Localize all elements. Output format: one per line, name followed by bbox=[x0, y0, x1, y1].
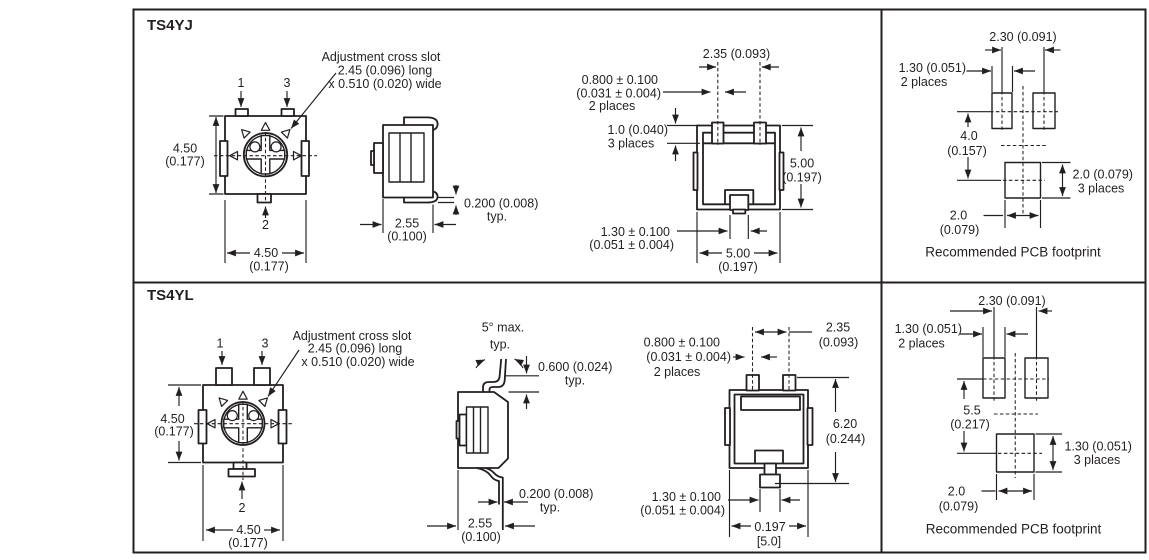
pin2-label: 2 bbox=[239, 501, 246, 515]
pin-width-places: 2 places bbox=[589, 99, 636, 113]
pin-width-dim-in: (0.031 ± 0.004) bbox=[646, 350, 731, 364]
ts4yj-side-view-geometry bbox=[360, 116, 460, 233]
pad-spacing-dim: 2.30 (0.091) bbox=[989, 30, 1056, 44]
body-height-dim-in: (0.197) bbox=[782, 171, 822, 185]
pin-spacing-dim: 2.35 (0.093) bbox=[703, 47, 770, 61]
ts4yj-top-view-geometry bbox=[209, 72, 337, 263]
pin-width-places: 2 places bbox=[654, 365, 701, 379]
pad-size-places: 3 places bbox=[1078, 182, 1125, 196]
height-dim-in: (0.177) bbox=[165, 155, 205, 169]
depth-dim-in: (0.100) bbox=[461, 530, 501, 544]
ts4yl-footprint: 2.30 (0.091) 1.30 (0.051) 2 places 5.5 (… bbox=[895, 294, 1132, 537]
footprint-caption: Recommended PCB footprint bbox=[926, 522, 1102, 537]
cross-slot-callout-line3: x 0.510 (0.020) wide bbox=[328, 77, 441, 91]
ts4yl-footprint-geometry bbox=[950, 307, 1062, 500]
lead-rise-typ: typ. bbox=[565, 374, 585, 388]
body-width-dim-mm: [5.0] bbox=[757, 535, 781, 549]
width-dim-mm: 4.50 bbox=[236, 523, 260, 537]
height-dim-mm: 4.50 bbox=[173, 142, 197, 156]
pad-size-places: 3 places bbox=[1074, 453, 1121, 467]
pad-width-dim: 1.30 (0.051) bbox=[899, 61, 966, 75]
depth-dim-mm: 2.55 bbox=[468, 517, 492, 531]
lead-angle-typ: typ. bbox=[490, 338, 510, 352]
ts4yl-side-view: 5° max. typ. 0.600 (0.024) typ. 0.200 (0… bbox=[427, 321, 612, 544]
pin-width-dim-in: (0.031 ± 0.004) bbox=[576, 87, 661, 101]
body-width-dim-in: (0.197) bbox=[718, 260, 758, 274]
ts4yl-side-view-geometry bbox=[427, 356, 539, 530]
standoff-typ: typ. bbox=[487, 210, 507, 224]
pin2-label: 2 bbox=[262, 218, 269, 232]
pin-length-places: 3 places bbox=[608, 137, 655, 151]
ts4yj-footprint: 2.30 (0.091) 1.30 (0.051) 2 places 4.0 (… bbox=[899, 30, 1133, 260]
callout-leader bbox=[290, 72, 337, 129]
ts4yl-top-view-geometry bbox=[168, 349, 300, 541]
cross-slot-callout-line1: Adjustment cross slot bbox=[293, 329, 412, 343]
width-dim-mm: 4.50 bbox=[254, 246, 278, 260]
pin-width-dim-mm: 0.800 ± 0.100 bbox=[582, 73, 658, 87]
cross-slot-callout-line3: x 0.510 (0.020) wide bbox=[301, 355, 414, 369]
pad-spacing-dim: 2.30 (0.091) bbox=[978, 294, 1045, 308]
pin3-label: 3 bbox=[284, 76, 291, 90]
row-pitch-dim-in: (0.217) bbox=[950, 418, 990, 432]
ts4yj-footprint-geometry bbox=[957, 46, 1071, 228]
cross-slot-callout-line2: 2.45 (0.096) long bbox=[308, 342, 403, 356]
callout-leader bbox=[267, 349, 300, 397]
pad-bottom-dim-mm: 2.0 bbox=[950, 209, 967, 223]
height-dim-mm: 4.50 bbox=[160, 412, 184, 426]
row-pitch-dim-in: (0.157) bbox=[947, 144, 987, 158]
footprint-caption: Recommended PCB footprint bbox=[925, 245, 1101, 260]
ts4yj-front-view: 2.35 (0.093) 0.800 ± 0.100 (0.031 ± 0.00… bbox=[576, 47, 822, 274]
center-pin-dim-in: (0.051 ± 0.004) bbox=[589, 238, 674, 252]
panel-frame bbox=[132, 8, 1147, 554]
pin3-label: 3 bbox=[262, 337, 269, 351]
row-pitch-dim-mm: 5.5 bbox=[963, 404, 980, 418]
pad-bottom-dim-in: (0.079) bbox=[940, 223, 980, 237]
ts4yl-top-view: 1 3 2 Adjustment cross slot 2.45 (0.096)… bbox=[154, 329, 414, 550]
center-pin-dim-in: (0.051 ± 0.004) bbox=[640, 504, 725, 518]
ts4yj-front-view-geometry bbox=[663, 62, 813, 263]
section-title-ts4yl: TS4YL bbox=[147, 287, 194, 304]
pad-bottom-dim-in: (0.079) bbox=[939, 500, 979, 514]
pin-length-dim: 1.0 (0.040) bbox=[608, 123, 668, 137]
lead-angle-dim: 5° max. bbox=[482, 321, 525, 335]
row-pitch-dim-mm: 4.0 bbox=[960, 129, 977, 143]
width-dim-in: (0.177) bbox=[249, 260, 289, 274]
width-dim-in: (0.177) bbox=[228, 536, 268, 550]
pin-spacing-dim-in: (0.093) bbox=[819, 336, 859, 350]
body-height-dim-mm: 5.00 bbox=[790, 157, 814, 171]
pad-width-places: 2 places bbox=[901, 75, 948, 89]
cross-slot-callout-line1: Adjustment cross slot bbox=[322, 50, 441, 64]
body-height-dim-in: (0.244) bbox=[826, 432, 866, 446]
pad-width-places: 2 places bbox=[898, 337, 945, 351]
pad-size-dim: 2.0 (0.079) bbox=[1073, 168, 1133, 182]
pad-size-dim: 1.30 (0.051) bbox=[1065, 440, 1132, 454]
ts4yj-side-view: 2.55 (0.100) 0.200 (0.008) typ. bbox=[360, 116, 538, 244]
adjustment-cross-slot bbox=[245, 134, 286, 175]
lead-rise-dim: 0.600 (0.024) bbox=[538, 360, 612, 374]
center-pin-dim-mm: 1.30 ± 0.100 bbox=[601, 225, 670, 239]
depth-dim-mm: 2.55 bbox=[395, 217, 419, 231]
standoff-typ: typ. bbox=[540, 501, 560, 515]
ts4yl-front-view-geometry bbox=[724, 327, 849, 537]
section-title-ts4yj: TS4YJ bbox=[147, 17, 193, 34]
pin1-label: 1 bbox=[238, 76, 245, 90]
cross-slot-callout-line2: 2.45 (0.096) long bbox=[338, 64, 433, 78]
pin-width-dim-mm: 0.800 ± 0.100 bbox=[644, 336, 720, 350]
body-width-dim-in: 0.197 bbox=[754, 520, 785, 534]
pin-spacing-dim-mm: 2.35 bbox=[826, 321, 850, 335]
body-height-dim-mm: 6.20 bbox=[833, 417, 857, 431]
ts4yl-front-view: 2.35 (0.093) 0.800 ± 0.100 (0.031 ± 0.00… bbox=[640, 321, 865, 549]
ts4yj-top-view: 1 3 2 Adjustment cross slot 2.45 (0.096)… bbox=[165, 50, 441, 274]
height-dim-in: (0.177) bbox=[154, 425, 194, 439]
standoff-dim: 0.200 (0.008) bbox=[519, 487, 593, 501]
pad-width-dim: 1.30 (0.051) bbox=[895, 322, 962, 336]
center-pin-dim-mm: 1.30 ± 0.100 bbox=[652, 490, 721, 504]
pad-bottom-dim-mm: 2.0 bbox=[948, 485, 965, 499]
body-width-dim-mm: 5.00 bbox=[726, 247, 750, 261]
pin1-label: 1 bbox=[217, 337, 224, 351]
depth-dim-in: (0.100) bbox=[387, 230, 427, 244]
standoff-dim: 0.200 (0.008) bbox=[464, 197, 538, 211]
